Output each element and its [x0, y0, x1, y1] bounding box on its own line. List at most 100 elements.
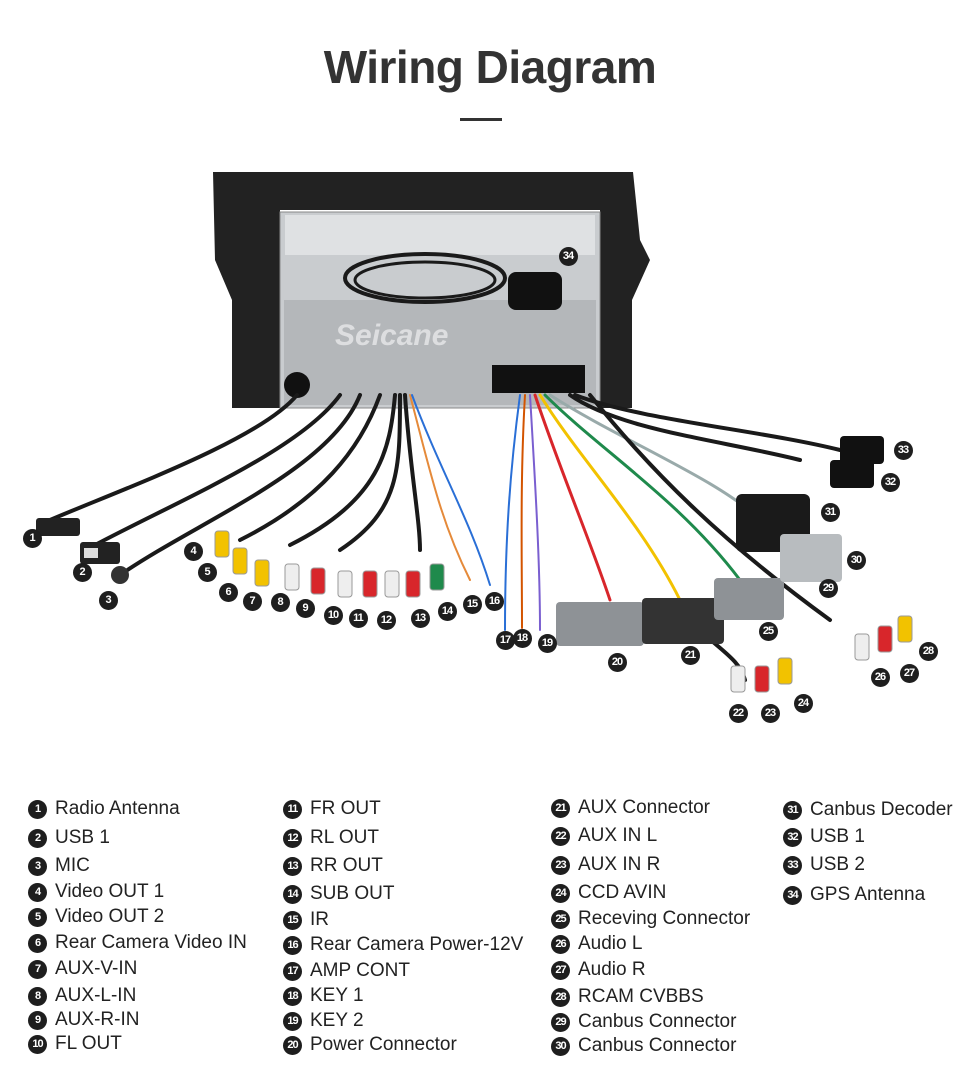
- callout-18: 18: [512, 628, 532, 648]
- number-badge: 32: [783, 827, 802, 847]
- rca-plug: [897, 615, 913, 643]
- legend-label: AMP CONT: [310, 960, 410, 981]
- callout-21: 21: [680, 645, 700, 665]
- callout-23: 23: [760, 703, 780, 723]
- gps-antenna: [508, 272, 562, 310]
- rca-plug: [284, 563, 300, 591]
- callout-34: 34: [558, 246, 578, 266]
- legend-label: Power Connector: [310, 1034, 457, 1055]
- rca-plug: [362, 570, 378, 598]
- aux-port: [555, 365, 585, 393]
- legend-label: AUX-R-IN: [55, 1009, 140, 1030]
- radio-antenna-plug: [36, 518, 80, 536]
- legend-label: RL OUT: [310, 827, 379, 848]
- legend-label: AUX-V-IN: [55, 958, 138, 979]
- rca-plug: [254, 559, 270, 587]
- callout-14: 14: [437, 601, 457, 621]
- legend-label: Audio L: [578, 933, 643, 954]
- number-badge: 10: [28, 1034, 47, 1054]
- canbus-connector: [780, 534, 842, 582]
- callout-33: 33: [893, 440, 913, 460]
- legend-label: Radio Antenna: [55, 798, 180, 819]
- number-badge: 1: [28, 799, 47, 819]
- callout-31: 31: [820, 502, 840, 522]
- aux-connector: [642, 598, 724, 644]
- callout-27: 27: [899, 663, 919, 683]
- legend-label: KEY 1: [310, 985, 364, 1006]
- callout-4: 4: [183, 541, 203, 561]
- legend-item: 8 AUX-L-IN: [28, 985, 136, 1007]
- number-badge: 14: [283, 884, 302, 904]
- legend-label: AUX IN L: [578, 825, 658, 846]
- callout-15: 15: [462, 594, 482, 614]
- receiving-connector: [714, 578, 784, 620]
- callout-25: 25: [758, 621, 778, 641]
- callout-2: 2: [72, 562, 92, 582]
- number-badge: 29: [551, 1012, 570, 1032]
- legend-label: AUX-L-IN: [55, 985, 137, 1006]
- wiring-illustration: Seicane: [36, 172, 913, 693]
- callout-3: 3: [98, 590, 118, 610]
- legend-item: 32 USB 1: [783, 826, 865, 848]
- callout-5: 5: [197, 562, 217, 582]
- number-badge: 11: [283, 799, 302, 819]
- legend-label: USB 1: [810, 826, 865, 847]
- number-badge: 30: [551, 1036, 570, 1056]
- legend-label: USB 2: [810, 854, 865, 875]
- number-badge: 23: [551, 855, 570, 875]
- rca-plugs: [214, 530, 913, 693]
- number-badge: 25: [551, 909, 570, 929]
- number-badge: 13: [283, 856, 302, 876]
- callout-10: 10: [323, 605, 343, 625]
- callout-29: 29: [818, 578, 838, 598]
- rca-plug: [730, 665, 746, 693]
- number-badge: 2: [28, 828, 47, 848]
- callout-11: 11: [348, 608, 368, 628]
- number-badge: 24: [551, 883, 570, 903]
- usb1-plug: [80, 542, 120, 564]
- power-connector: [556, 602, 644, 646]
- usb1-right: [840, 436, 884, 464]
- callout-12: 12: [376, 610, 396, 630]
- rca-plug: [877, 625, 893, 653]
- legend-item: 1 Radio Antenna: [28, 798, 180, 820]
- legend-item: 18 KEY 1: [283, 985, 364, 1007]
- number-badge: 6: [28, 933, 47, 953]
- callout-1: 1: [22, 528, 42, 548]
- head-unit-frame: [213, 172, 650, 408]
- legend-label: IR: [310, 909, 329, 930]
- callout-32: 32: [880, 472, 900, 492]
- number-badge: 18: [283, 986, 302, 1006]
- title-underline: [460, 118, 502, 121]
- legend-label: SUB OUT: [310, 883, 395, 904]
- legend-label: Rear Camera Power-12V: [310, 934, 524, 955]
- rca-plug: [384, 570, 400, 598]
- legend-label: Canbus Connector: [578, 1011, 737, 1032]
- number-badge: 28: [551, 987, 570, 1007]
- callout-24: 24: [793, 693, 813, 713]
- legend-label: RCAM CVBBS: [578, 986, 704, 1007]
- legend-label: GPS Antenna: [810, 884, 926, 905]
- antenna-port: [284, 372, 310, 398]
- callout-30: 30: [846, 550, 866, 570]
- number-badge: 8: [28, 986, 47, 1006]
- legend-label: USB 1: [55, 827, 110, 848]
- number-badge: 31: [783, 800, 802, 820]
- callout-28: 28: [918, 641, 938, 661]
